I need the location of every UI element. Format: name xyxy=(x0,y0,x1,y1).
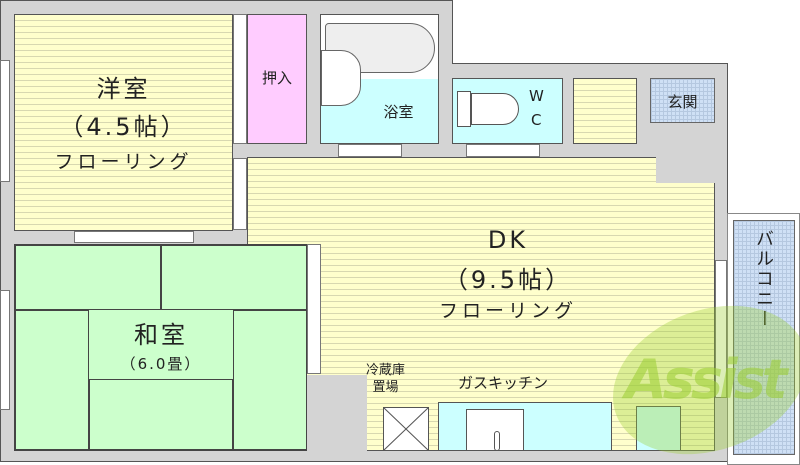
tatami-mat xyxy=(233,310,307,450)
faucet-icon xyxy=(494,431,500,451)
toilet-tank-icon xyxy=(457,91,471,127)
tatami-mat xyxy=(15,245,161,310)
closet: 押入 xyxy=(247,14,307,144)
toilet-icon xyxy=(471,93,519,125)
toilet-room: W C xyxy=(452,78,563,144)
dk-floor: フローリング xyxy=(438,300,577,322)
fridge-space-label: 冷蔵庫 置場 xyxy=(366,362,405,396)
pillar xyxy=(656,157,715,183)
balcony-name: バルコニー xyxy=(753,229,774,329)
window xyxy=(0,60,10,182)
hall-storage xyxy=(573,78,637,144)
tatami-mat xyxy=(15,310,89,450)
closet-name: 押入 xyxy=(261,69,292,87)
kitchen-label: ガスキッチン xyxy=(458,374,549,392)
western-room-floor: フローリング xyxy=(54,151,193,173)
dk-name: DK xyxy=(487,226,529,254)
door xyxy=(338,144,402,157)
door xyxy=(233,158,247,230)
pillar xyxy=(307,375,367,451)
door xyxy=(307,244,321,374)
bathroom-name: 浴室 xyxy=(383,103,414,121)
window xyxy=(74,231,194,243)
bathroom: 浴室 xyxy=(320,14,439,144)
japanese-room-name: 和室 xyxy=(134,321,188,349)
japanese-room: 和室 （6.0畳） xyxy=(14,244,307,451)
tatami-mat xyxy=(89,379,233,450)
sink-icon xyxy=(321,50,361,106)
western-room-name: 洋室 xyxy=(96,75,151,103)
window xyxy=(715,260,727,398)
western-room-size: （4.5帖） xyxy=(59,113,188,141)
kitchen-counter xyxy=(438,402,612,451)
stove-icon xyxy=(636,406,681,451)
dk-size: （9.5帖） xyxy=(443,266,573,294)
door xyxy=(233,14,247,144)
fridge-label-line1: 冷蔵庫 xyxy=(366,363,406,378)
entrance: 玄関 xyxy=(650,78,715,123)
exterior-notch xyxy=(452,0,728,64)
japanese-room-size: （6.0畳） xyxy=(120,355,202,373)
fridge-space-icon xyxy=(383,407,429,451)
watermark-text: Assist xyxy=(625,348,788,411)
tatami-mat xyxy=(161,245,307,310)
wc-label-w: W xyxy=(529,87,544,105)
wc-label-c: C xyxy=(531,111,542,129)
fridge-label-line2: 置場 xyxy=(372,380,399,395)
western-room: 洋室 （4.5帖） フローリング xyxy=(14,14,233,231)
window xyxy=(0,290,10,410)
balcony: バルコニー xyxy=(733,220,795,455)
entrance-name: 玄関 xyxy=(667,93,698,111)
door xyxy=(466,144,540,157)
